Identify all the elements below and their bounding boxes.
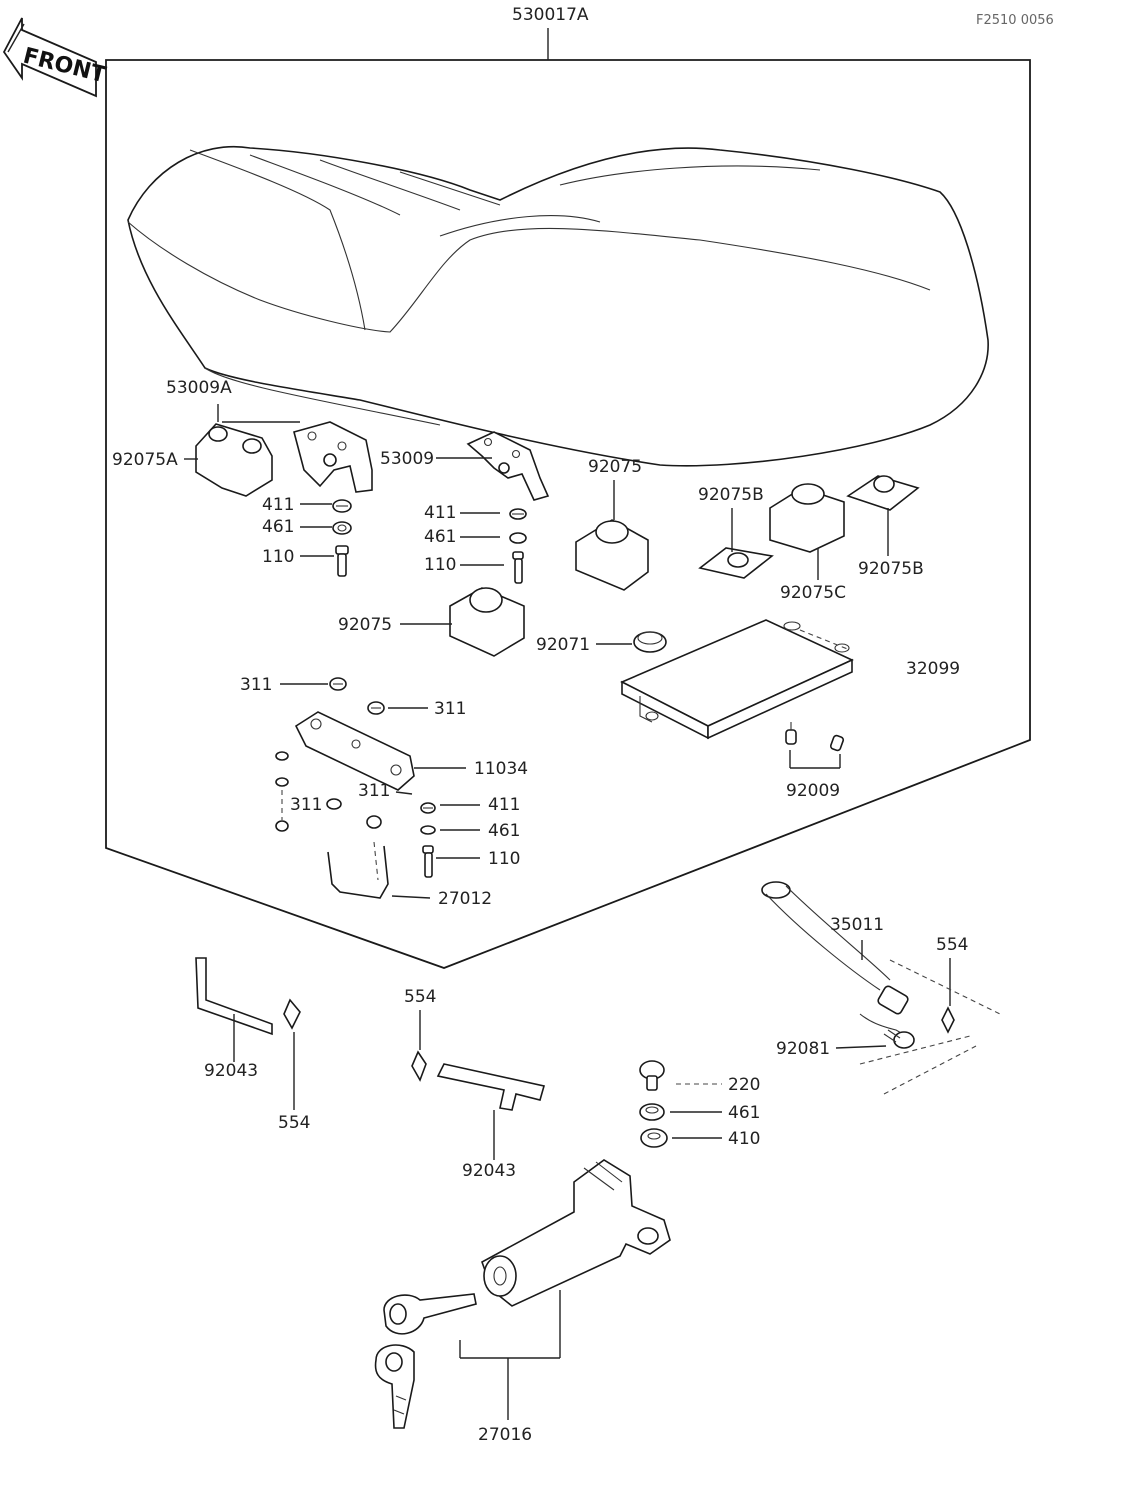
bracket-53009 (466, 431, 550, 501)
label-92075b-1: 92075B (698, 485, 764, 505)
small-fasteners-left (275, 751, 382, 832)
front-arrow-icon: FRONT (2, 17, 108, 98)
label-92071: 92071 (536, 635, 590, 655)
label-53009: 53009 (380, 449, 434, 469)
washer-461-key (639, 1103, 665, 1121)
cable-35011 (761, 881, 909, 1015)
fastener-stack-middle (509, 508, 527, 584)
label-411-left: 411 (262, 495, 294, 515)
pad-92075b-lower (698, 547, 774, 579)
seat-assembly-outline (105, 59, 1031, 969)
label-11034: 11034 (474, 759, 528, 779)
ignition-key-icon (374, 1293, 477, 1429)
hinge-11034 (294, 711, 415, 791)
label-311-b: 311 (434, 699, 466, 719)
label-311-d: 311 (358, 781, 390, 801)
cushion-92075c (769, 483, 845, 553)
label-554-right: 554 (936, 935, 968, 955)
cushion-92075-top (575, 519, 649, 591)
clip-554-middle (411, 1050, 427, 1082)
label-311-c: 311 (290, 795, 322, 815)
label-92081: 92081 (776, 1039, 830, 1059)
label-35011: 35011 (830, 915, 884, 935)
drawing-code: F2510 0056 (976, 13, 1054, 28)
lock-cylinder-27016 (481, 1159, 671, 1307)
cushion-92075-mid (449, 587, 525, 657)
handle-27012 (327, 841, 389, 899)
label-32099: 32099 (906, 659, 960, 679)
label-92009: 92009 (786, 781, 840, 801)
label-461-bottom: 461 (488, 821, 520, 841)
label-53009a: 53009A (166, 378, 232, 398)
bracket-53009a (293, 421, 373, 493)
seat-cushion (127, 146, 989, 467)
label-110-bottom: 110 (488, 849, 520, 869)
grommet-92071 (633, 631, 667, 653)
fastener-stack-bottom (420, 802, 436, 878)
label-461-left: 461 (262, 517, 294, 537)
label-461-middle: 461 (424, 527, 456, 547)
label-27012: 27012 (438, 889, 492, 909)
washer-311-b (367, 701, 385, 715)
label-92075a: 92075A (112, 450, 178, 470)
label-92043-left: 92043 (204, 1061, 258, 1081)
washer-410 (640, 1128, 668, 1148)
hook-92043-middle (436, 1063, 546, 1111)
label-311-a: 311 (240, 675, 272, 695)
fastener-stack-left (332, 499, 352, 577)
label-554-middle: 554 (404, 987, 436, 1007)
label-110-middle: 110 (424, 555, 456, 575)
label-220: 220 (728, 1075, 760, 1095)
label-92075c: 92075C (780, 583, 846, 603)
label-530017a: 530017A (512, 5, 589, 25)
label-410: 410 (728, 1129, 760, 1149)
screws-92009 (785, 722, 845, 752)
label-554-left: 554 (278, 1113, 310, 1133)
washer-311-a (329, 677, 347, 691)
label-411-middle: 411 (424, 503, 456, 523)
clip-554-left (283, 998, 301, 1030)
label-411-bottom: 411 (488, 795, 520, 815)
cushion-92075a (195, 423, 273, 497)
label-92075b-2: 92075B (858, 559, 924, 579)
pad-92075b-upper (846, 475, 920, 511)
screw-220 (639, 1060, 665, 1091)
label-110-left: 110 (262, 547, 294, 567)
label-92043-middle: 92043 (462, 1161, 516, 1181)
label-92075-mid: 92075 (338, 615, 392, 635)
label-461-key: 461 (728, 1103, 760, 1123)
label-92075-top: 92075 (588, 457, 642, 477)
clip-554-right (941, 1006, 955, 1034)
spring-92081 (859, 1013, 915, 1049)
tray-32099 (620, 619, 854, 740)
label-27016: 27016 (478, 1425, 532, 1445)
